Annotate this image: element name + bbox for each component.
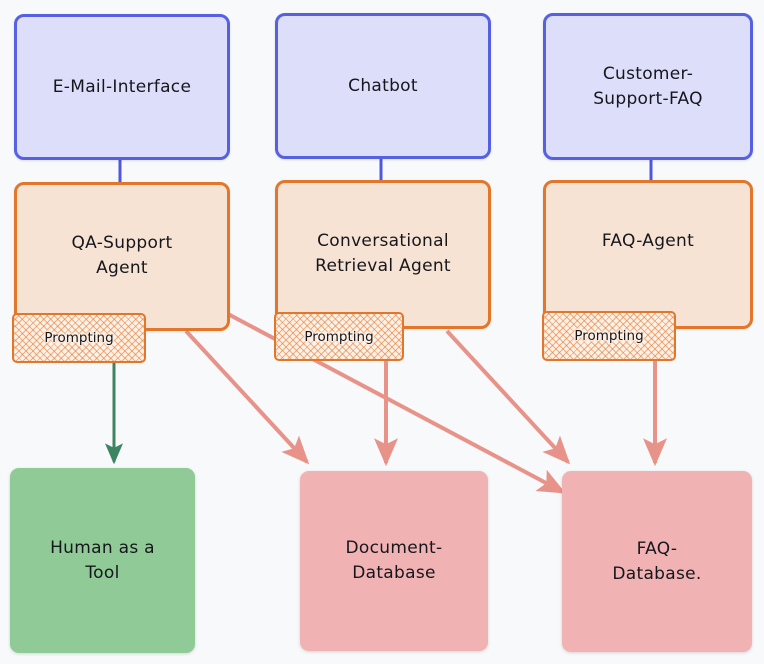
node-csfaq[interactable]: Customer- Support-FAQ: [543, 13, 753, 160]
node-label: QA-Support Agent: [71, 233, 173, 278]
badge-badge_qa[interactable]: Prompting: [12, 313, 146, 363]
node-label: Document- Database: [345, 538, 443, 583]
badge-badge_cr[interactable]: Prompting: [274, 312, 404, 361]
node-label: FAQ-Agent: [601, 231, 695, 251]
badge-label: Prompting: [44, 330, 114, 346]
badge-label: Prompting: [304, 328, 374, 345]
node-email[interactable]: E-Mail-Interface: [14, 14, 230, 160]
node-faq_db[interactable]: FAQ- Database.: [562, 471, 752, 652]
node-qa_agent[interactable]: QA-Support Agent: [14, 182, 230, 331]
badge-label: Prompting: [574, 328, 644, 344]
node-label: FAQ- Database.: [612, 538, 702, 584]
node-faq_agent[interactable]: FAQ-Agent: [543, 180, 753, 329]
node-label: E-Mail-Interface: [52, 76, 192, 97]
node-label: Customer- Support-FAQ: [593, 63, 703, 109]
node-chatbot[interactable]: Chatbot: [275, 13, 491, 159]
node-cr_agent[interactable]: Conversational Retrieval Agent: [275, 180, 491, 329]
node-doc_db[interactable]: Document- Database: [300, 471, 488, 651]
node-human[interactable]: Human as a Tool: [10, 468, 195, 653]
badge-badge_faq[interactable]: Prompting: [542, 311, 676, 361]
node-label: Conversational Retrieval Agent: [315, 231, 451, 276]
node-label: Human as a Tool: [50, 537, 155, 583]
node-label: Chatbot: [348, 75, 418, 96]
